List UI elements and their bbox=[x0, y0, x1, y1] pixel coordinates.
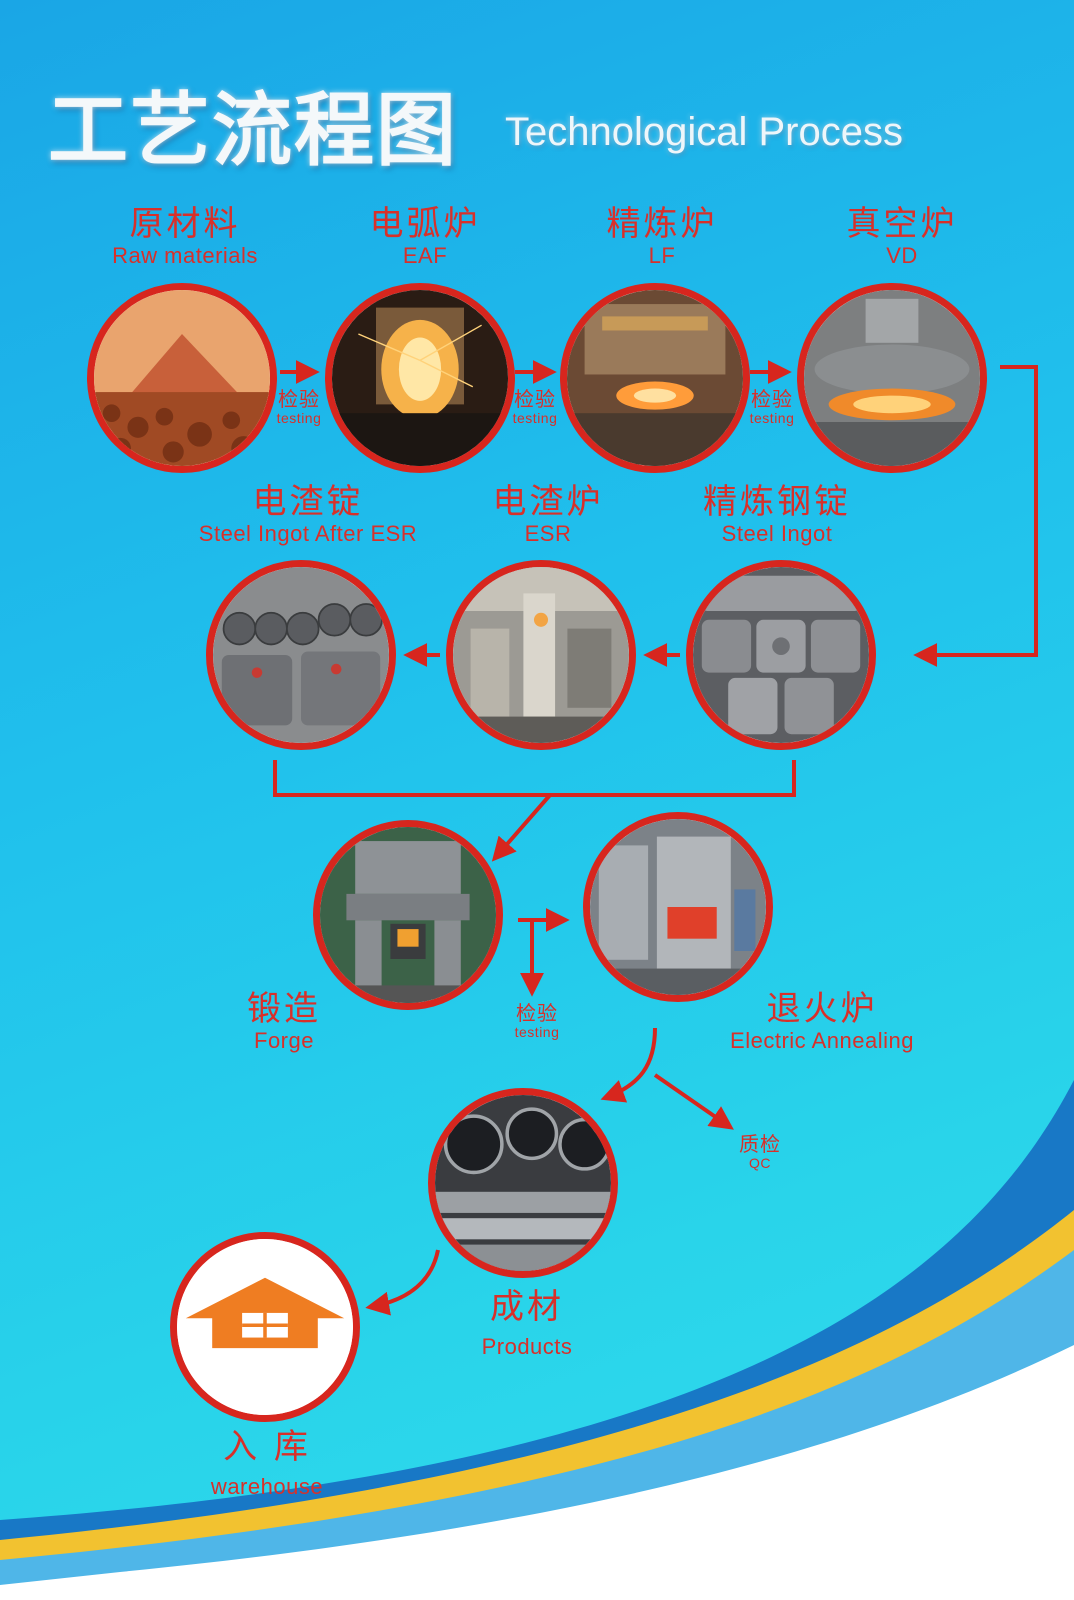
label-vd-cn: 真空炉 bbox=[846, 204, 958, 244]
testing-label-3-cn: 检验 bbox=[751, 387, 793, 411]
node-vd bbox=[797, 283, 987, 473]
steel-ingot-image bbox=[693, 567, 869, 743]
label-ingot-en: Steel Ingot bbox=[721, 521, 833, 546]
testing-label-3: 检验 testing bbox=[750, 388, 795, 426]
annealing-image bbox=[590, 819, 766, 995]
arrow-products-warehouse bbox=[365, 1249, 440, 1316]
page-subtitle: Technological Process bbox=[505, 110, 903, 154]
label-ingot-cn: 精炼钢锭 bbox=[703, 482, 851, 522]
label-lf-cn: 精炼炉 bbox=[606, 204, 718, 244]
node-esr bbox=[446, 560, 636, 750]
label-esr-ingot: 电渣锭 Steel Ingot After ESR bbox=[199, 483, 417, 547]
node-forge bbox=[313, 820, 503, 1010]
products-image bbox=[435, 1095, 611, 1271]
testing-label-4: 检验 testing bbox=[515, 1002, 560, 1040]
vd-image bbox=[804, 290, 980, 466]
testing-label-3-en: testing bbox=[749, 410, 795, 426]
label-vd: 真空炉 VD bbox=[847, 205, 958, 269]
testing-label-2: 检验 testing bbox=[513, 388, 558, 426]
label-esr-en: ESR bbox=[524, 521, 572, 546]
label-warehouse-cn: 入 库 bbox=[223, 1427, 311, 1467]
label-esr-ingot-en: Steel Ingot After ESR bbox=[198, 521, 418, 546]
page-title: 工艺流程图 bbox=[48, 84, 458, 177]
label-esr-cn: 电渣炉 bbox=[492, 482, 604, 522]
label-eaf-cn: 电弧炉 bbox=[369, 204, 481, 244]
label-warehouse-en: warehouse bbox=[210, 1474, 324, 1499]
forge-image bbox=[320, 827, 496, 1003]
node-annealing bbox=[583, 812, 773, 1002]
esr-ingot-image bbox=[213, 567, 389, 743]
arrow-vd-ingot bbox=[913, 365, 1038, 667]
swoosh-white bbox=[0, 1345, 1074, 1600]
label-raw-en: Raw materials bbox=[112, 243, 258, 268]
node-products bbox=[428, 1088, 618, 1278]
label-products: 成材 Products bbox=[482, 1288, 573, 1360]
label-qc-cn: 质检 bbox=[739, 1132, 781, 1156]
node-esr-ingot bbox=[206, 560, 396, 750]
testing-label-1: 检验 testing bbox=[277, 388, 322, 426]
arrow-annealing-qc bbox=[653, 1073, 734, 1130]
testing-label-1-en: testing bbox=[276, 410, 322, 426]
label-qc: 质检 QC bbox=[739, 1133, 781, 1171]
label-eaf-en: EAF bbox=[402, 243, 448, 268]
raw-materials-image bbox=[94, 290, 270, 466]
label-raw: 原材料 Raw materials bbox=[112, 205, 258, 269]
label-annealing-cn: 退火炉 bbox=[766, 989, 878, 1029]
label-annealing: 退火炉 Electric Annealing bbox=[730, 990, 914, 1054]
label-eaf: 电弧炉 EAF bbox=[370, 205, 481, 269]
label-products-en: Products bbox=[481, 1334, 573, 1359]
testing-label-4-cn: 检验 bbox=[516, 1001, 558, 1025]
label-forge-en: Forge bbox=[254, 1028, 314, 1053]
node-steel-ingot bbox=[686, 560, 876, 750]
node-lf bbox=[560, 283, 750, 473]
node-eaf bbox=[325, 283, 515, 473]
house-icon bbox=[177, 1239, 353, 1415]
label-esr-ingot-cn: 电渣锭 bbox=[252, 482, 364, 522]
testing-label-4-en: testing bbox=[514, 1024, 560, 1040]
label-annealing-en: Electric Annealing bbox=[730, 1028, 914, 1053]
label-forge-cn: 锻造 bbox=[247, 989, 321, 1029]
node-raw-materials bbox=[87, 283, 277, 473]
label-vd-en: VD bbox=[886, 243, 918, 268]
arrow-annealing-products bbox=[600, 1027, 657, 1103]
node-warehouse bbox=[170, 1232, 360, 1422]
label-ingot: 精炼钢锭 Steel Ingot bbox=[703, 483, 851, 547]
esr-image bbox=[453, 567, 629, 743]
arrow-to-forge bbox=[491, 793, 552, 862]
eaf-image bbox=[332, 290, 508, 466]
label-warehouse: 入 库 warehouse bbox=[211, 1428, 323, 1500]
label-products-cn: 成材 bbox=[489, 1287, 564, 1327]
bracket-merge bbox=[273, 760, 796, 797]
label-lf-en: LF bbox=[648, 243, 676, 268]
label-raw-cn: 原材料 bbox=[129, 204, 241, 244]
testing-label-1-cn: 检验 bbox=[278, 387, 320, 411]
testing-label-2-en: testing bbox=[512, 410, 558, 426]
label-esr: 电渣炉 ESR bbox=[493, 483, 604, 547]
label-lf: 精炼炉 LF bbox=[607, 205, 718, 269]
lf-image bbox=[567, 290, 743, 466]
testing-label-2-cn: 检验 bbox=[514, 387, 556, 411]
label-qc-en: QC bbox=[749, 1155, 771, 1171]
label-forge: 锻造 Forge bbox=[247, 990, 321, 1054]
